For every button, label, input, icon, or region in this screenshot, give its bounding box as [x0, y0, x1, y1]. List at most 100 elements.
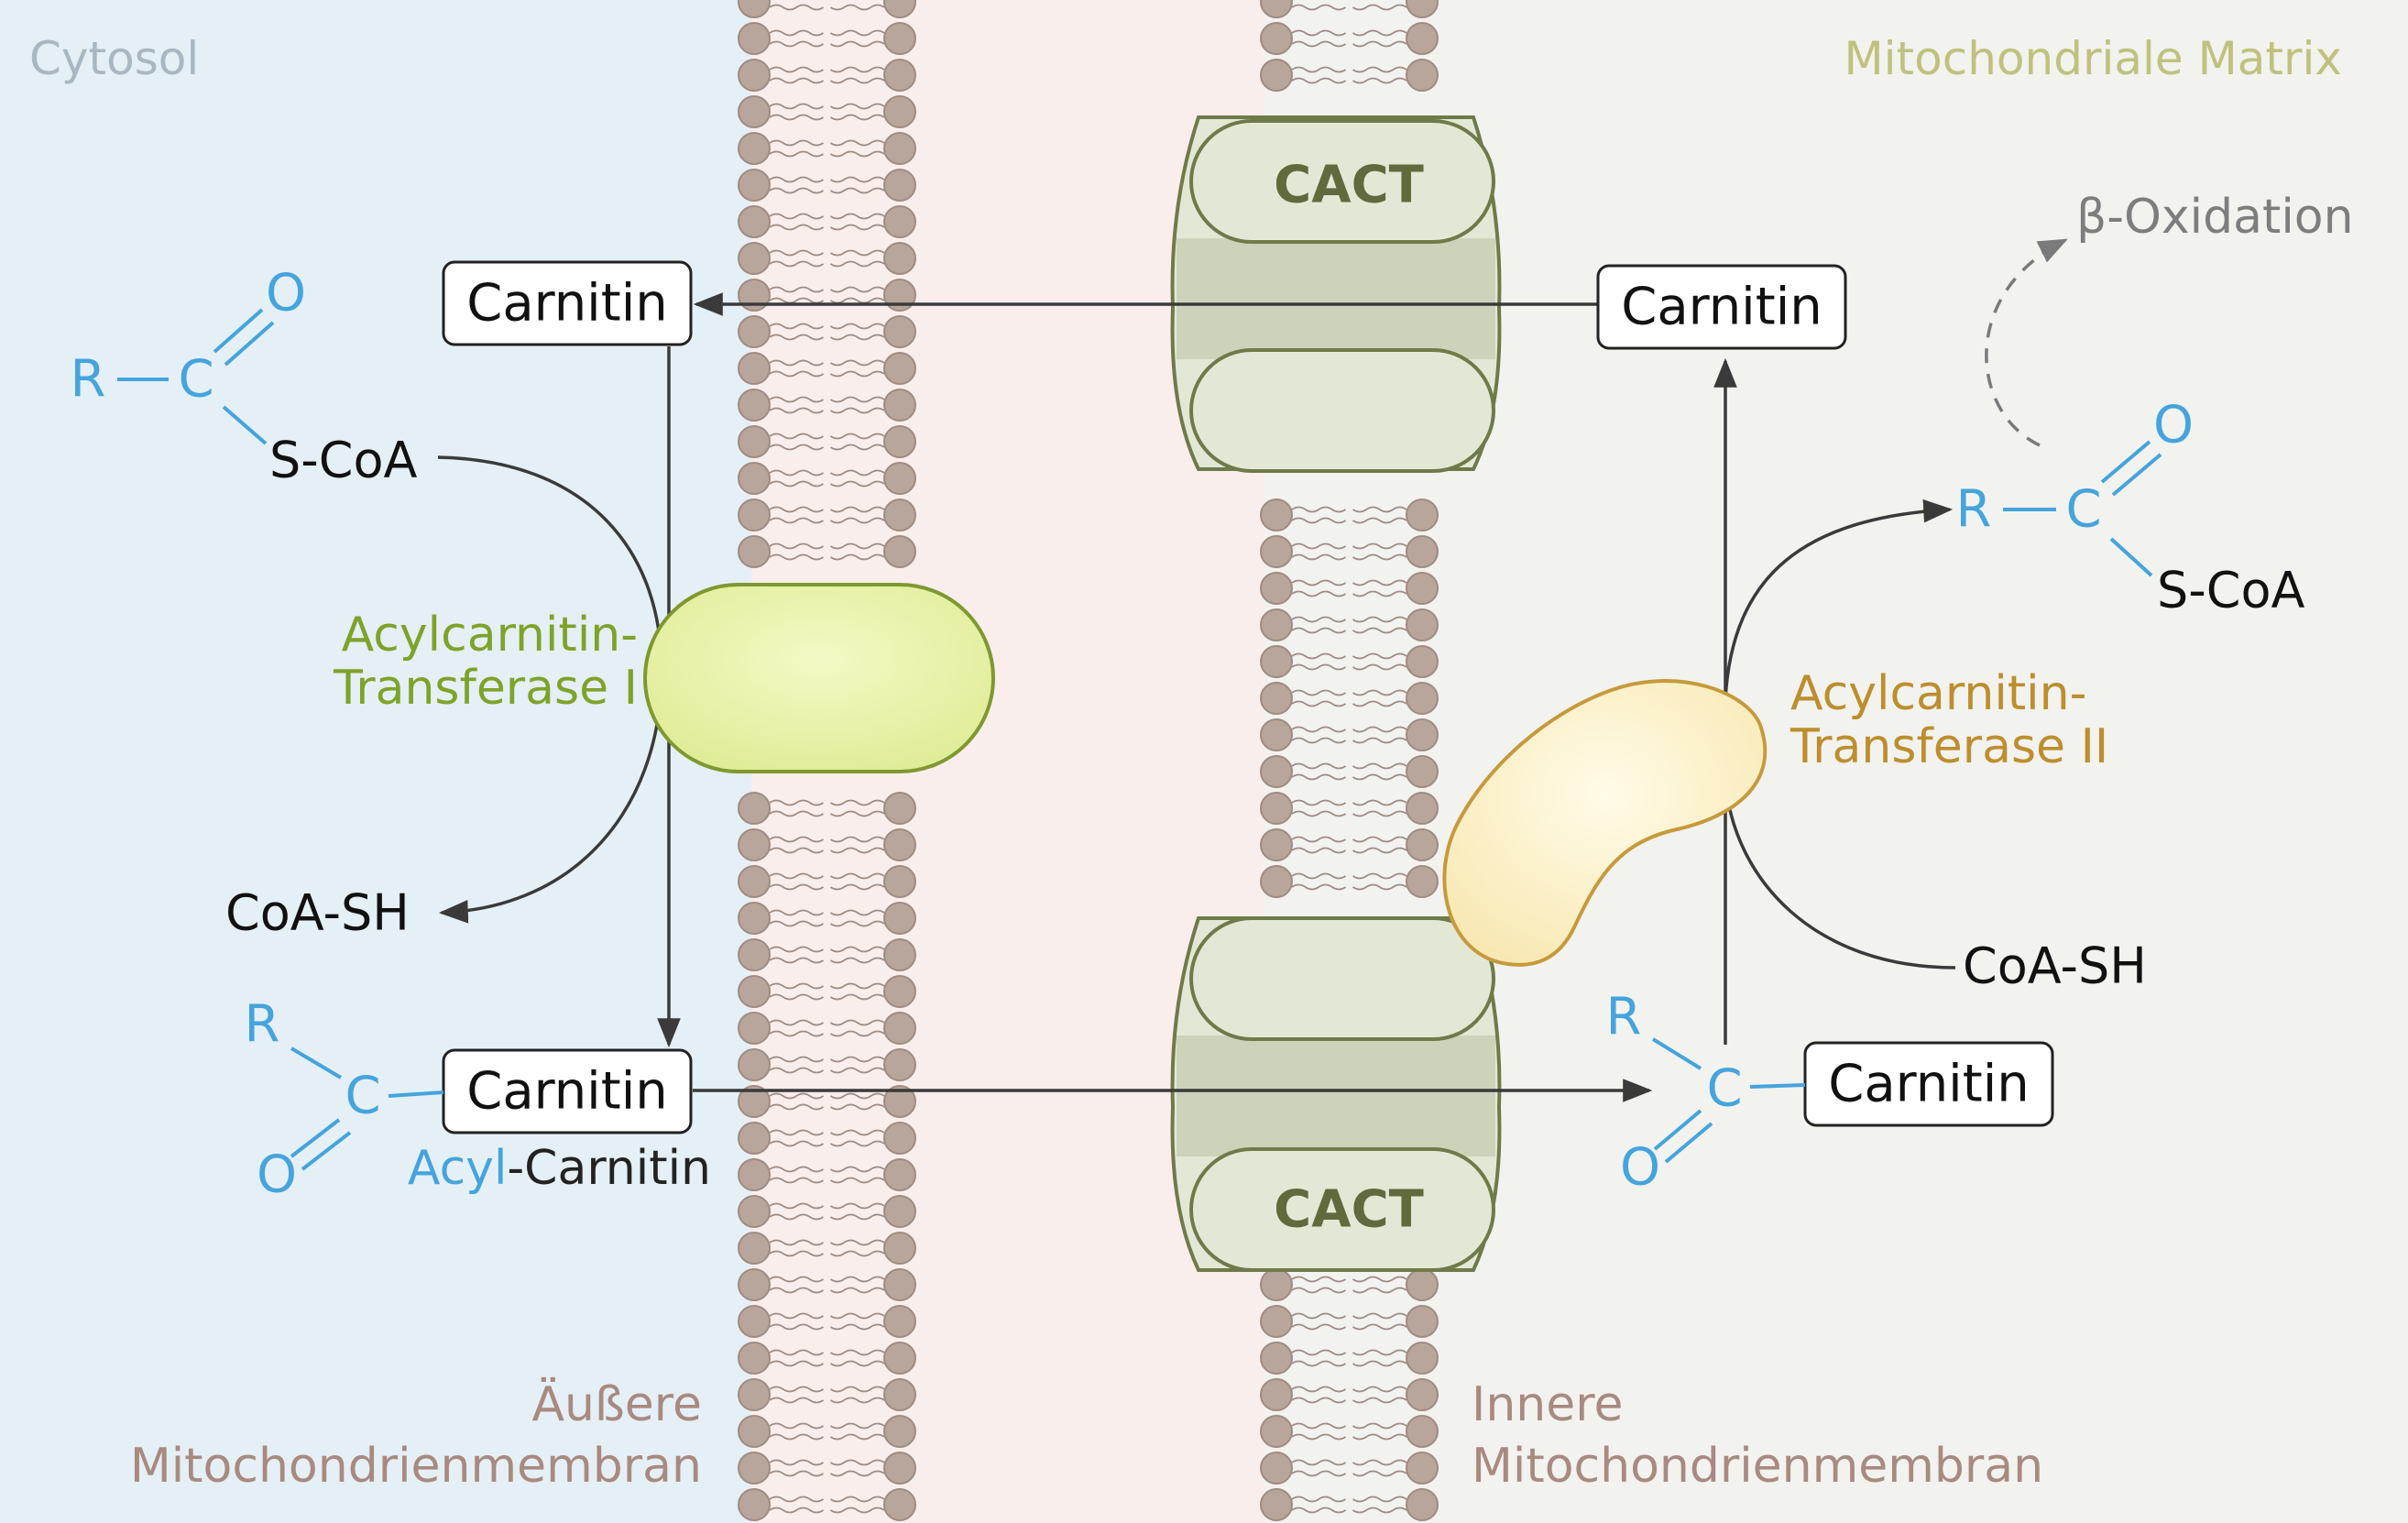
lipid-tail: [1352, 1422, 1407, 1430]
carnitin-box-cytosol-top-label: Carnitin: [466, 274, 668, 334]
lipid-tail: [769, 297, 825, 304]
lipid-tail: [1352, 663, 1407, 671]
acyl-carnitin-matrix: R C O: [1606, 988, 1806, 1198]
lipid-tail: [829, 920, 885, 927]
lipid-tail: [1352, 66, 1407, 73]
lipid-tail: [829, 810, 885, 817]
lipid-head: [738, 169, 771, 202]
lipid-head: [1406, 1342, 1439, 1375]
beta-oxidation-label: β-Oxidation: [2076, 190, 2354, 245]
lipid-tail: [769, 982, 825, 990]
lipid-head: [1406, 682, 1439, 715]
lipid-tail: [769, 1030, 825, 1037]
lipid-head: [1260, 499, 1293, 531]
outer-membrane-label-line1: Äußere: [531, 1376, 702, 1432]
carnitin-box-acylcarnitin-matrix-frame: [1803, 1041, 2054, 1127]
lipid-tail: [1291, 689, 1347, 696]
lipid-head: [738, 205, 771, 238]
lipid-tail: [769, 1397, 825, 1404]
lipid-tail: [1352, 1459, 1407, 1466]
lipid-head: [738, 828, 771, 861]
lipid-head: [883, 279, 916, 312]
lipid-head: [883, 792, 916, 825]
lipid-tail: [1291, 1386, 1347, 1393]
lipid-tail: [829, 799, 885, 806]
lipid-tail: [829, 1433, 885, 1441]
lipid-tail: [1352, 847, 1407, 854]
lipid-head: [738, 242, 771, 275]
acyl-carnitin-cytosol-bond-c-carnitin: [388, 1090, 444, 1098]
outer-membrane-label-line2: Mitochondrienmembran: [130, 1439, 702, 1494]
lipid-tail: [1352, 40, 1407, 48]
lipid-tail: [769, 249, 825, 257]
lipid-tail: [769, 1213, 825, 1221]
carnitin-box-acylcarnitin-cytosol-label: Carnitin: [466, 1062, 668, 1122]
lipid-tail: [1352, 810, 1407, 817]
lipid-head: [883, 462, 916, 495]
lipid-tail: [769, 469, 825, 477]
lipid-tail: [829, 176, 885, 183]
lipid-tail: [1352, 1312, 1407, 1320]
cpt2-label-line1: Acylcarnitin-: [1790, 666, 2086, 721]
lipid-tail: [1291, 1433, 1347, 1441]
lipid-tail: [769, 1092, 825, 1100]
lipid-tail: [829, 1397, 885, 1404]
lipid-head: [883, 389, 916, 422]
lipid-tail: [769, 1177, 825, 1184]
lipid-tail: [829, 1459, 885, 1466]
carnitin-box-cytosol-top-frame: [442, 260, 693, 346]
acyl-carnitin-caption: Acyl-Carnitin: [408, 1141, 711, 1196]
lipid-tail: [769, 224, 825, 231]
lipid-tail: [769, 1496, 825, 1503]
lipid-tail: [1291, 799, 1347, 806]
lipid-tail: [1291, 737, 1347, 744]
lipid-tail: [1352, 652, 1407, 660]
lipid-head: [738, 975, 771, 1008]
lipid-tail: [829, 66, 885, 73]
acyl-coa-matrix-r: R: [1956, 480, 1992, 540]
lipid-tail: [829, 1166, 885, 1173]
carnitin-box-acylcarnitin-matrix-label: Carnitin: [1828, 1055, 2030, 1114]
lipid-tail: [1352, 1507, 1407, 1514]
lipid-head: [1260, 59, 1293, 92]
lipid-tail: [769, 957, 825, 964]
lipid-head: [883, 1305, 916, 1338]
cpt2-product-curve: [1724, 499, 1954, 701]
lipid-head: [1260, 1378, 1293, 1411]
lipid-tail: [1291, 1496, 1347, 1503]
lipid-head: [1260, 1342, 1293, 1375]
lipid-head: [738, 1085, 771, 1118]
lipid-tail: [769, 1166, 825, 1173]
lipid-tail: [1291, 836, 1347, 843]
lipid-tail: [769, 920, 825, 927]
lipid-tail: [769, 66, 825, 73]
lipid-tail: [829, 993, 885, 1001]
acyl-coa-cytosol-bond-cs: [222, 405, 268, 445]
lipid-tail: [769, 1239, 825, 1246]
lipid-tail: [1352, 77, 1407, 84]
lipid-tail: [1352, 883, 1407, 891]
lipid-tail: [1291, 872, 1347, 880]
lipid-head: [883, 1195, 916, 1228]
lipid-head: [883, 95, 916, 128]
acyl-carnitin-matrix-bond-rc: [1651, 1037, 1702, 1070]
lipid-tail: [829, 444, 885, 451]
lipid-head: [883, 828, 916, 861]
acyl-coa-cytosol-c: C: [178, 350, 213, 410]
lipid-tail: [829, 553, 885, 561]
lipid-head: [1406, 1415, 1439, 1448]
lipid-tail: [1291, 506, 1347, 513]
lipid-tail: [829, 1276, 885, 1283]
acyl-coa-cytosol-double-bond-a: [213, 308, 264, 354]
lipid-head: [1260, 0, 1293, 18]
lipid-head: [1406, 755, 1439, 788]
lipid-head: [1406, 608, 1439, 641]
lipid-head: [738, 1122, 771, 1155]
lipid-head: [738, 1012, 771, 1045]
carnitin-box-matrix-top: Carnitin: [1596, 264, 1847, 350]
lipid-tail: [769, 1459, 825, 1466]
lipid-tail: [1291, 652, 1347, 660]
lipid-tail: [1352, 1470, 1407, 1477]
lipid-tail: [829, 407, 885, 414]
lipid-tail: [769, 1103, 825, 1111]
